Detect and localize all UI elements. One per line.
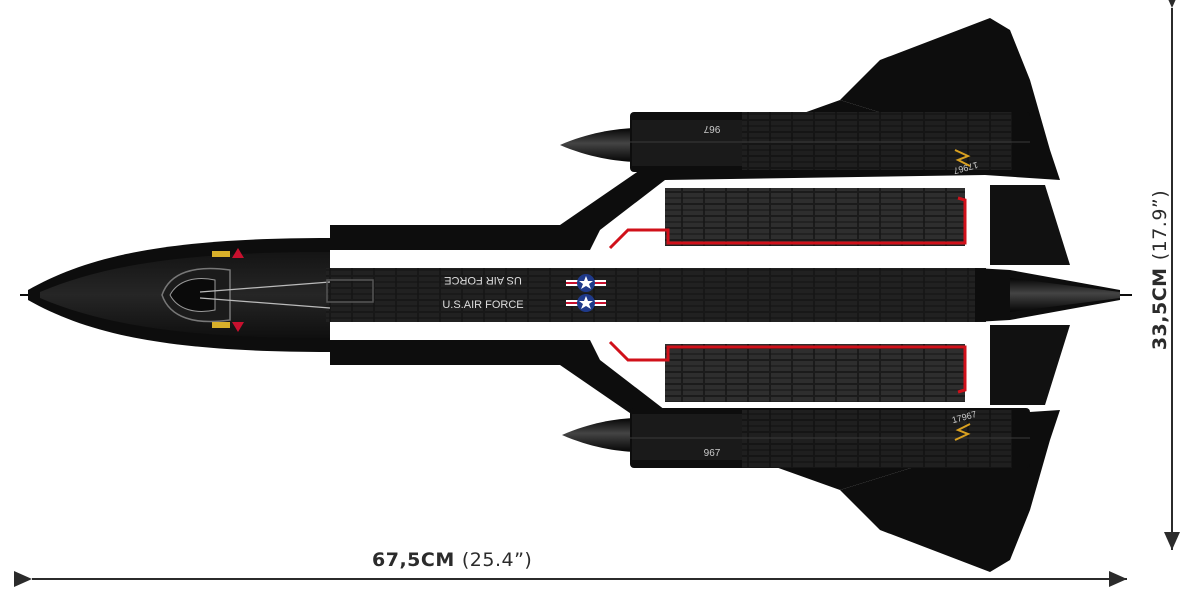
engine-tail-number-upper: 967 <box>703 123 720 134</box>
fin-emblem-upper <box>954 149 971 167</box>
usaf-roundel-lower <box>566 294 606 312</box>
fuselage-marking-bottom: U.S.AIR FORCE <box>442 299 523 311</box>
fin-emblem-lower <box>954 423 971 441</box>
cockpit-canopy <box>161 267 374 323</box>
height-imperial-value: (17.9”) <box>1149 189 1171 261</box>
wing-panel-grid-lower <box>665 344 965 402</box>
wing-panel-grid-upper <box>665 188 965 246</box>
width-imperial-value: (25.4”) <box>461 549 533 571</box>
width-dimension-label: 67,5CM (25.4”) <box>372 549 532 571</box>
width-metric-unit: CM <box>420 549 455 571</box>
warning-stickers <box>212 248 244 332</box>
height-metric-unit: CM <box>1149 267 1171 302</box>
width-metric-value: 67,5 <box>372 549 421 571</box>
engine-tail-number-lower: 967 <box>704 448 721 459</box>
usaf-roundel-upper <box>566 274 606 292</box>
height-dimension-label: 33,5CM (17.9”) <box>1149 190 1171 350</box>
red-trim-lines <box>608 196 967 394</box>
fuselage-marking-top: US AIR FORCE <box>444 274 522 286</box>
height-metric-value: 33,5 <box>1149 301 1171 351</box>
engine-nacelle-upper <box>560 112 1030 172</box>
engine-nacelle-lower <box>562 408 1030 468</box>
